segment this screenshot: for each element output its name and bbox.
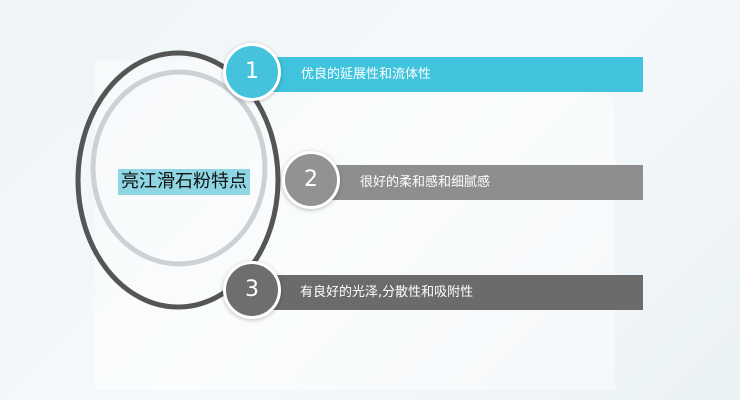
feature-bar-2: 很好的柔和感和细腻感 — [300, 165, 643, 200]
inner-ring — [90, 69, 268, 267]
number-badge-1: 1 — [223, 43, 281, 101]
feature-text: 很好的柔和感和细腻感 — [360, 175, 491, 190]
feature-text: 优良的延展性和流体性 — [301, 67, 432, 82]
feature-bar-3: 有良好的光泽,分散性和吸附性 — [250, 275, 643, 310]
feature-text: 有良好的光泽,分散性和吸附性 — [300, 285, 474, 300]
background-shape — [95, 60, 615, 390]
number-badge-2: 2 — [282, 151, 340, 209]
slide-title: 亮江滑石粉特点 — [118, 169, 250, 195]
feature-bar-1: 优良的延展性和流体性 — [265, 57, 643, 92]
outer-ring — [75, 50, 281, 310]
number-badge-3: 3 — [223, 261, 281, 319]
